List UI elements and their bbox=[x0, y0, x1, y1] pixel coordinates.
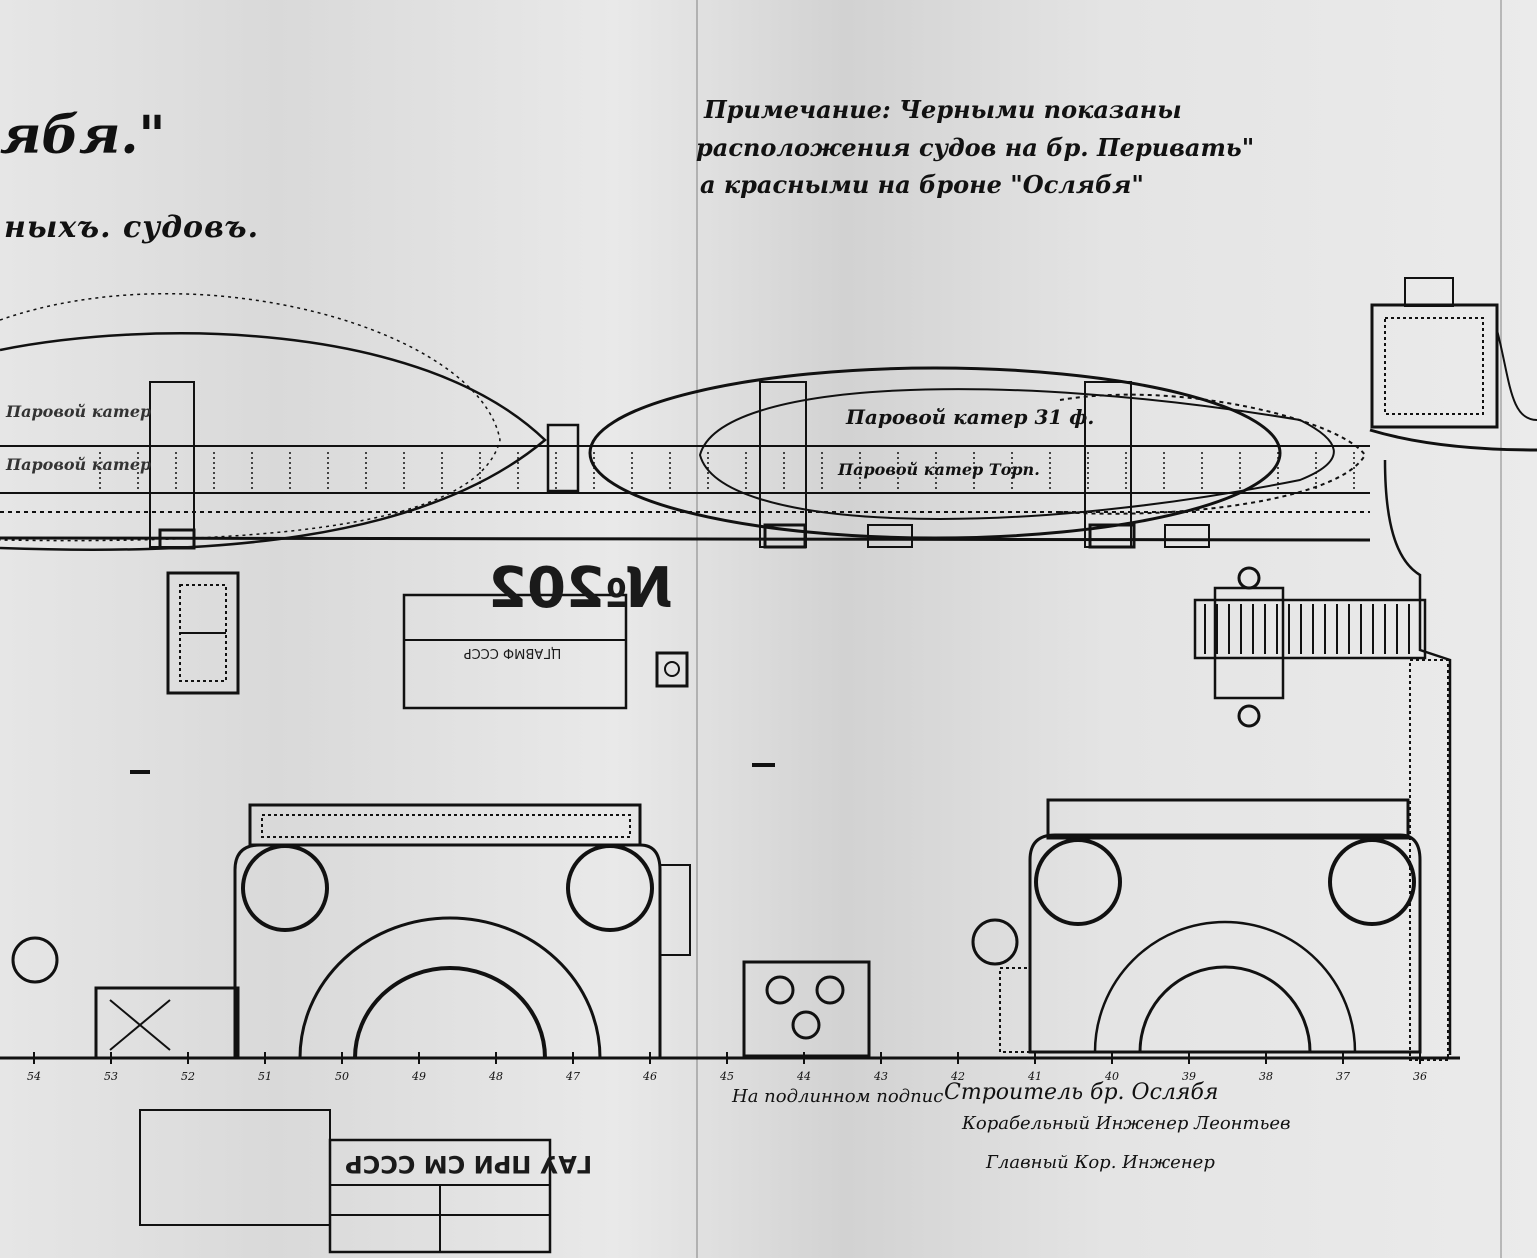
funnel-left-1 bbox=[241, 844, 329, 932]
lifebuoy-left bbox=[11, 936, 59, 984]
hatch-left bbox=[166, 571, 240, 695]
davit-left bbox=[149, 381, 195, 548]
frame-number: 49 bbox=[411, 1070, 426, 1083]
lifebuoy-right bbox=[971, 918, 1019, 966]
drawing-title: ябя." bbox=[0, 105, 166, 166]
boat-hull-right-black bbox=[588, 366, 1282, 540]
davit-base-2 bbox=[867, 524, 913, 548]
davit-left-base bbox=[158, 528, 196, 550]
frame-number: 47 bbox=[565, 1070, 580, 1083]
arch-left-outer bbox=[298, 916, 602, 1059]
grating-bars bbox=[1204, 604, 1410, 654]
funnel-right-1 bbox=[1034, 838, 1122, 926]
fold-line bbox=[696, 0, 698, 1258]
hull-label-left-top: Паровой катер bbox=[6, 402, 152, 421]
casing-left-side bbox=[659, 864, 691, 956]
bottom-stamp-left bbox=[139, 1109, 331, 1226]
frame-number: 45 bbox=[719, 1070, 734, 1083]
grating bbox=[1193, 598, 1427, 660]
hull-label-right-bottom: Паровой катер Торп. bbox=[838, 460, 1040, 479]
skylight-left-inner bbox=[261, 814, 631, 838]
stamp-bottom-text: ГАУ ПРИ СМ СССР bbox=[345, 1150, 593, 1178]
casing-right-side bbox=[999, 967, 1031, 1053]
davit-right-1 bbox=[759, 381, 807, 548]
note-line-1: Примечание: Черными показаны bbox=[704, 95, 1182, 124]
frame-number: 46 bbox=[642, 1070, 657, 1083]
frame-number: 52 bbox=[181, 1070, 195, 1083]
archive-stamp-box bbox=[402, 593, 628, 710]
frame-number: 36 bbox=[1413, 1070, 1427, 1083]
funnel-left-2 bbox=[566, 844, 654, 932]
superstructure-edge bbox=[1496, 329, 1537, 421]
frame-number: 42 bbox=[950, 1070, 965, 1083]
frame-number: 51 bbox=[258, 1070, 272, 1083]
boat-hull-left-outline bbox=[0, 332, 547, 551]
signature-line-2: Строитель бр. Ослябя bbox=[944, 1080, 1219, 1105]
frame-ticks bbox=[33, 1052, 1421, 1064]
frame-number: 48 bbox=[488, 1070, 503, 1083]
note-line-3: а красными на броне "Ослябя" bbox=[700, 170, 1144, 199]
fitting-square-circle bbox=[664, 661, 680, 677]
box-center bbox=[742, 960, 871, 1058]
superstructure-inner bbox=[1384, 317, 1484, 415]
arch-left-inner bbox=[353, 966, 547, 1059]
frame-number: 44 bbox=[796, 1070, 811, 1083]
stair-left-cross bbox=[109, 999, 171, 1051]
fitting-circle-bottom bbox=[1237, 704, 1261, 728]
davit-base-1 bbox=[763, 523, 807, 549]
boat-hull-right-inner bbox=[698, 388, 1335, 520]
boat-hull-left-dotted bbox=[0, 293, 501, 542]
hull-label-right-top: Паровой катер 31 ф. bbox=[846, 405, 1095, 429]
stanchions bbox=[99, 452, 1355, 490]
signature-line-1: На подлинном подпис bbox=[732, 1086, 944, 1107]
skylight-left bbox=[248, 803, 642, 847]
box-center-circle-3 bbox=[791, 1010, 821, 1040]
stamp-number: №202 bbox=[488, 556, 673, 621]
frame-number: 54 bbox=[27, 1070, 41, 1083]
deck-edge bbox=[0, 536, 1371, 542]
capstan-frame bbox=[1213, 586, 1285, 700]
frame-number: 40 bbox=[1104, 1070, 1119, 1083]
frame-number: 41 bbox=[1027, 1070, 1042, 1083]
davit-base-4 bbox=[1164, 524, 1210, 548]
signature-line-3: Корабельный Инженер Леонтьев bbox=[962, 1113, 1291, 1134]
superstructure-box bbox=[1370, 303, 1499, 429]
note-line-2: расположения судов на бр. Перивать" bbox=[696, 133, 1255, 162]
frame-number: 37 bbox=[1336, 1070, 1350, 1083]
signature-line-4: Главный Кор. Инженер bbox=[986, 1152, 1215, 1173]
side-line-curve bbox=[1369, 428, 1537, 452]
arch-right-inner bbox=[1138, 965, 1312, 1053]
frame-number: 39 bbox=[1182, 1070, 1196, 1083]
bollard-center bbox=[546, 423, 580, 493]
box-center-circle-2 bbox=[815, 975, 845, 1005]
arch-right-outer bbox=[1093, 920, 1357, 1053]
fold-line bbox=[1500, 0, 1502, 1258]
fitting-square bbox=[655, 651, 689, 688]
frame-labels: 54 53 52 51 50 49 48 47 46 45 44 43 42 41 40 39 38 37 36 bbox=[27, 1070, 1427, 1083]
stamp-archive-text: ЦГАВМФ СССР bbox=[463, 645, 562, 660]
box-center-circle-1 bbox=[765, 975, 795, 1005]
boat-hull-right-dotted bbox=[1059, 393, 1367, 515]
davit-base-3 bbox=[1088, 523, 1136, 549]
frame-number: 50 bbox=[335, 1070, 349, 1083]
hull-label-left-bottom: Паровой катер bbox=[6, 455, 152, 474]
fitting-circle-top bbox=[1237, 566, 1261, 590]
skylight-right bbox=[1046, 798, 1410, 840]
casing-right bbox=[1028, 833, 1422, 1054]
funnel-right-2 bbox=[1328, 838, 1416, 926]
superstructure-vent bbox=[1404, 277, 1454, 307]
drawing-subtitle: ныхъ. судовъ. bbox=[4, 210, 260, 245]
frame-number: 38 bbox=[1259, 1070, 1273, 1083]
side-line-vertical bbox=[1383, 459, 1452, 1055]
frame-number: 43 bbox=[873, 1070, 888, 1083]
frame-number: 53 bbox=[104, 1070, 118, 1083]
side-frame-column bbox=[1409, 659, 1449, 1061]
